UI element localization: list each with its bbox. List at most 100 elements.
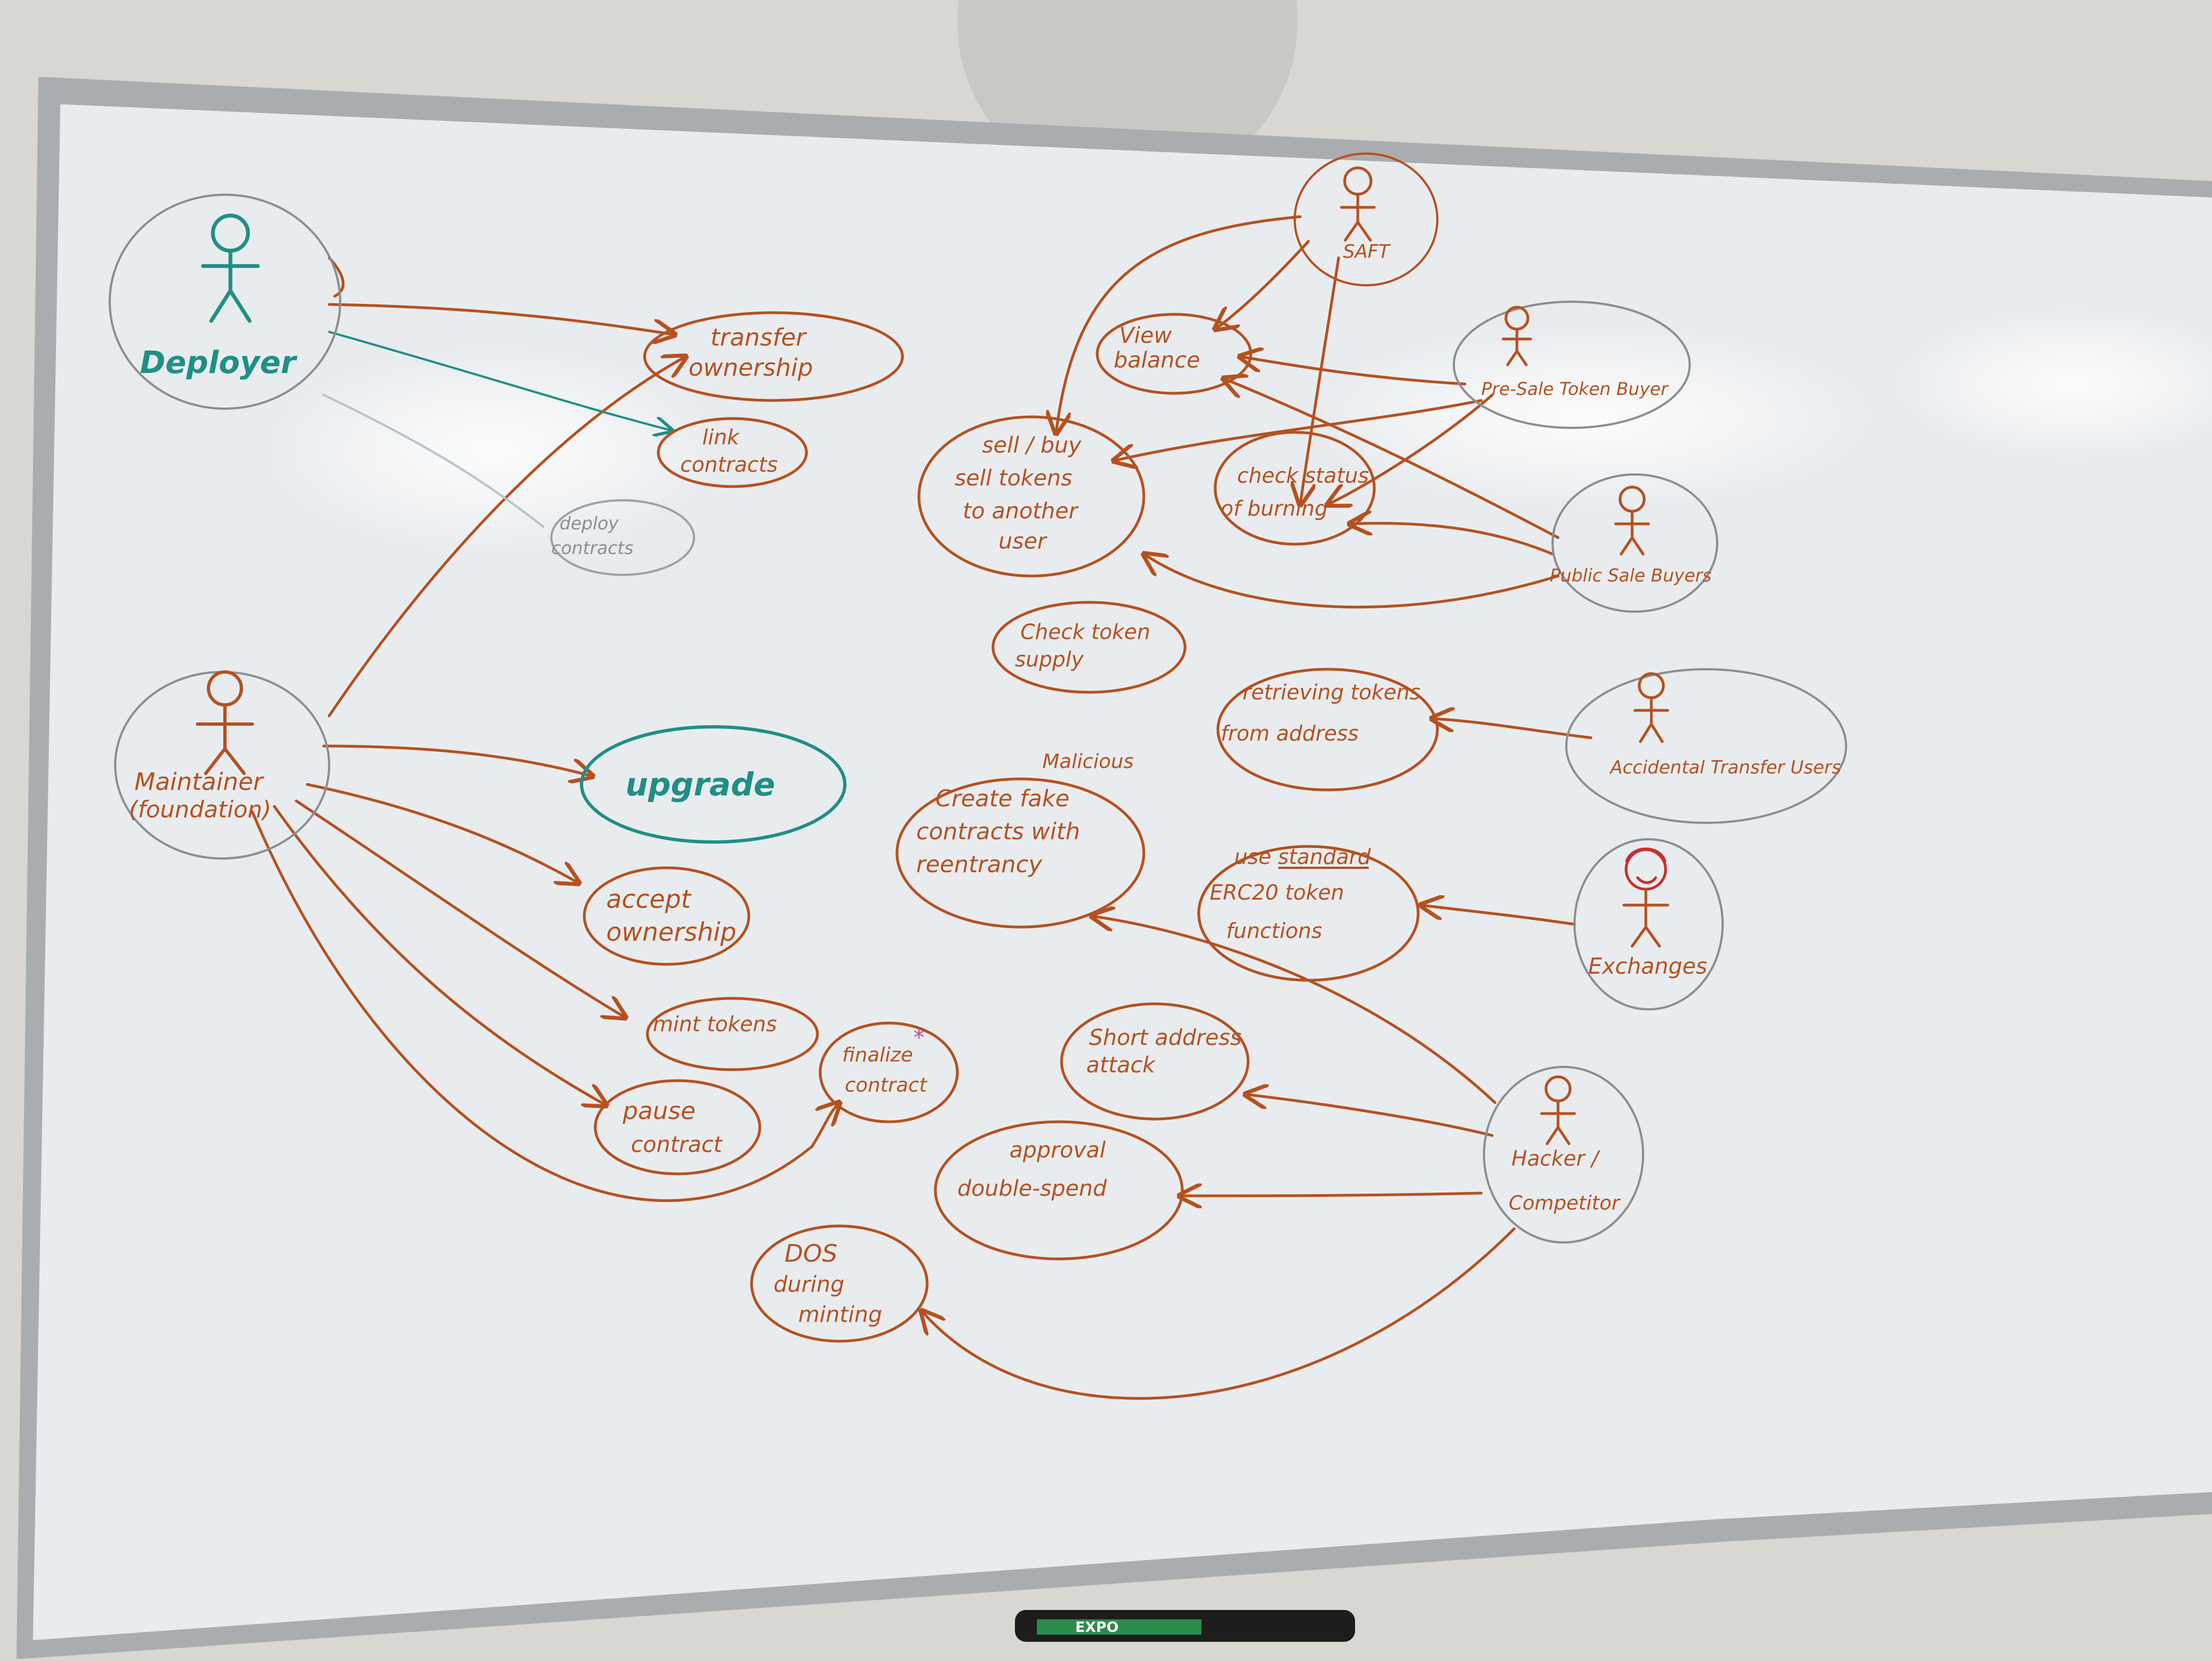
pause-line-1: pause (622, 1097, 696, 1125)
exchanges-figure-body (1622, 888, 1669, 948)
uc-transfer-ownership (643, 311, 904, 402)
use-standard-line-1: use standard (1234, 845, 1371, 869)
uc-pause (594, 1079, 761, 1176)
orange-connections (251, 215, 1593, 1400)
uc-mint-tokens (646, 997, 819, 1071)
exchanges-circle (1573, 838, 1724, 1010)
maintainer-figure (196, 670, 254, 775)
deployer-label: Deployer (140, 345, 298, 381)
uc-link-contracts (657, 417, 808, 488)
glare-center (1306, 324, 1876, 510)
transfer-ownership-line-2: ownership (689, 354, 813, 382)
uc-deploy-contracts (550, 499, 695, 576)
glare-left (263, 346, 724, 554)
transfer-ownership-line-1: transfer (710, 324, 808, 352)
uc-view-balance (1096, 313, 1252, 395)
actor-boundaries (109, 152, 1847, 1244)
line-public-view (1223, 378, 1560, 539)
check-supply-line-2: supply (1015, 647, 1084, 671)
accept-ownership-line-1: accept (606, 884, 692, 914)
publicsale-figure (1614, 485, 1650, 556)
hacker-label-1: Hacker / (1511, 1146, 1601, 1171)
approval-line-1: approval (1009, 1138, 1106, 1163)
line-saft-sell (1056, 215, 1302, 433)
check-burning-line-1: check status (1237, 464, 1369, 488)
check-supply-line-1: Check token (1020, 620, 1150, 644)
dos-line-3: minting (798, 1302, 882, 1327)
dos-line-1: DOS (785, 1240, 837, 1268)
hacker-circle (1483, 1066, 1644, 1244)
retrieving-line-2: from address (1221, 721, 1358, 745)
line-maintainer-finalize (251, 810, 839, 1202)
view-balance-line-1: View (1119, 323, 1172, 348)
presale-figure (1502, 306, 1532, 366)
accidental-figure (1633, 672, 1669, 743)
retrieving-line-1: retrieving tokens (1243, 680, 1420, 704)
line-hacker-approval (1180, 1193, 1483, 1196)
presale-label: Pre-Sale Token Buyer (1481, 378, 1669, 399)
line-hacker-fake (1092, 916, 1497, 1104)
create-fake-line-2: contracts with (916, 818, 1080, 845)
accidental-label: Accidental Transfer Users (1609, 756, 1841, 778)
deploy-contracts-line-2: contracts (551, 538, 634, 558)
create-fake-line-1: Create fake (935, 785, 1070, 812)
uc-short-address (1060, 1002, 1250, 1121)
line-maintainer-accept (306, 783, 579, 883)
sell-buy-line-4: user (998, 529, 1048, 554)
use-standard-line-2: ERC20 token (1210, 880, 1344, 905)
usecase-ellipses (583, 311, 1439, 1343)
teal-connections (328, 331, 672, 431)
sell-buy-line-2: sell tokens (955, 466, 1073, 491)
uc-retrieving (1216, 668, 1439, 792)
deployer-figure (201, 213, 260, 323)
finalize-line-1: finalize (842, 1044, 913, 1066)
line-hacker-short (1245, 1094, 1494, 1137)
use-standard-line-3: functions (1226, 919, 1322, 943)
glare-right (1893, 307, 2212, 461)
marker-label (1037, 1619, 1201, 1635)
sell-buy-line-3: to another (963, 499, 1079, 524)
accept-ownership-line-2: ownership (606, 917, 736, 947)
uc-upgrade (580, 725, 847, 844)
publicsale-label: Public Sale Buyers (1550, 565, 1712, 586)
faded-connections (323, 394, 544, 528)
uc-sell-buy (917, 415, 1146, 578)
line-maintainer-pause (273, 805, 606, 1105)
line-saft-view (1215, 240, 1310, 329)
saft-figure (1340, 166, 1376, 242)
presale-circle (1453, 301, 1691, 429)
line-accidental-retrieve (1432, 719, 1593, 739)
uc-finalize (819, 1021, 959, 1123)
publicsale-circle (1551, 473, 1718, 613)
hacker-figure (1540, 1075, 1576, 1145)
create-fake-line-3: reentrancy (916, 851, 1043, 878)
line-saft-burning (1300, 256, 1340, 505)
mint-tokens-label: mint tokens (653, 1012, 777, 1036)
uc-approval (934, 1120, 1184, 1261)
view-balance-line-2: balance (1114, 348, 1200, 373)
maintainer-label-1: Maintainer (134, 768, 264, 796)
line-exchanges-standard (1421, 905, 1576, 926)
uc-dos (750, 1224, 929, 1343)
link-contracts-line-2: contracts (680, 453, 778, 477)
check-burning-line-2: of burning (1221, 496, 1328, 521)
malicious-label: Malicious (1042, 750, 1134, 773)
uc-check-supply (991, 601, 1187, 694)
exchanges-label: Exchanges (1588, 954, 1707, 979)
deployer-circle (109, 194, 341, 410)
line-maintainer-upgrade (322, 744, 592, 776)
uc-create-fake (895, 777, 1146, 929)
uc-check-burning (1214, 431, 1376, 546)
dos-line-2: during (774, 1272, 844, 1297)
approval-line-2: double-spend (957, 1176, 1107, 1201)
line-presale-view (1240, 357, 1466, 386)
line-public-burning (1350, 523, 1554, 556)
uc-accept-ownership (583, 866, 751, 966)
pause-line-2: contract (631, 1132, 723, 1157)
finalize-asterisk: * (913, 1025, 924, 1050)
short-address-line-2: attack (1086, 1053, 1156, 1078)
marker-brand: EXPO (1075, 1619, 1119, 1636)
saft-label: SAFT (1343, 241, 1391, 263)
finalize-line-2: contract (845, 1074, 928, 1097)
